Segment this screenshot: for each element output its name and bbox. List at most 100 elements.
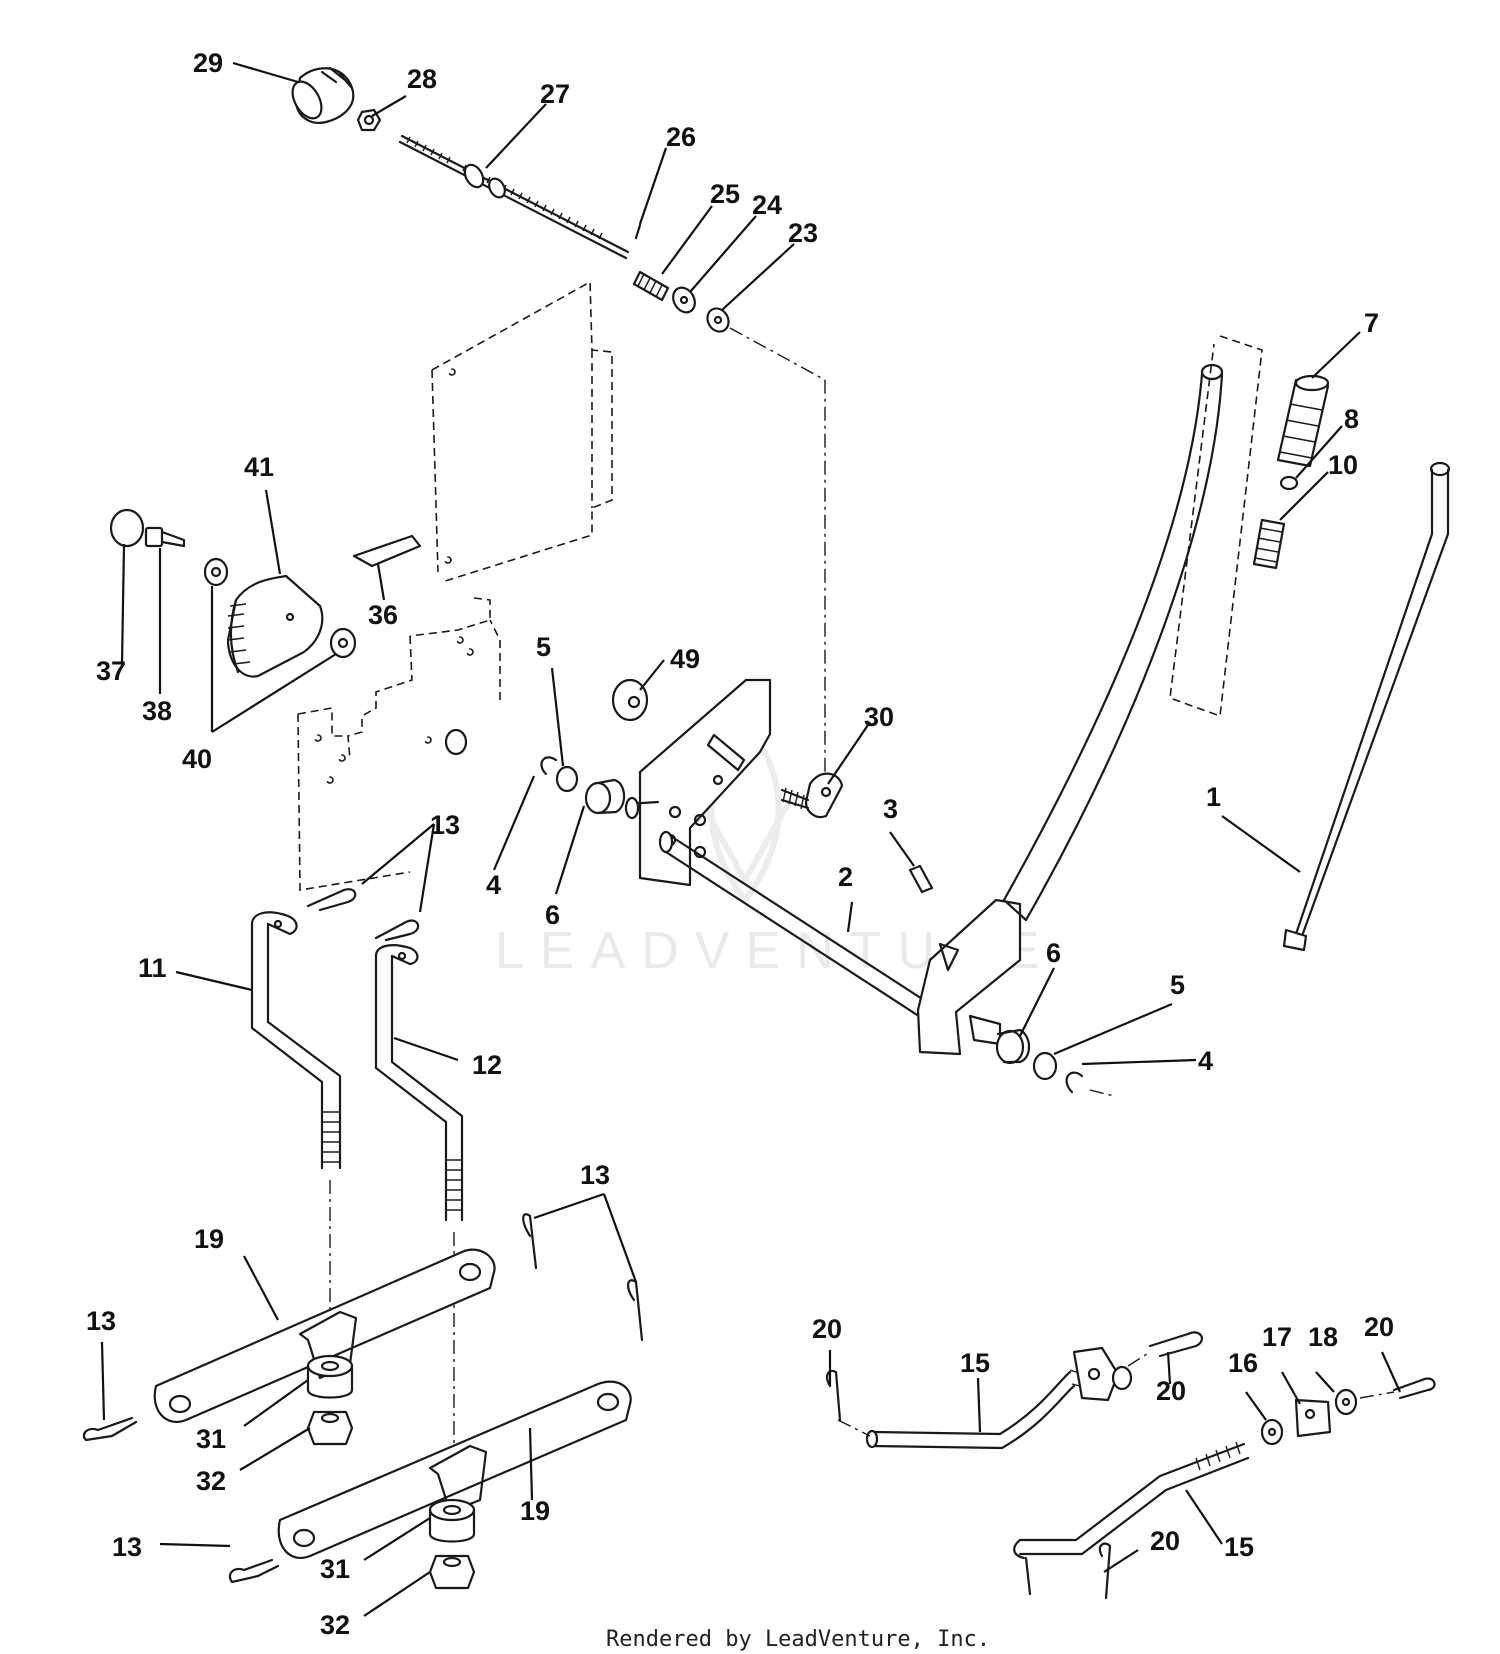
part-6-bushing-right	[995, 1028, 1031, 1065]
footer-credit: Rendered by LeadVenture, Inc.	[606, 1627, 990, 1652]
callout-31-lower: 31	[320, 1554, 350, 1584]
callout-19-lower: 19	[520, 1496, 550, 1526]
part-3-pin	[908, 864, 934, 894]
part-32-nut-lower	[428, 1554, 476, 1590]
callout-4-lower: 4	[1198, 1046, 1213, 1076]
callout-37: 37	[96, 656, 126, 686]
part-29-knob	[291, 66, 355, 124]
part-7-grip	[1276, 374, 1330, 468]
part-20-hairpin-a	[826, 1369, 842, 1422]
callout-13-left: 13	[86, 1306, 116, 1336]
part-4-clip-right	[1065, 1071, 1084, 1094]
part-15-rod-upper	[865, 1346, 1133, 1450]
callout-32-upper: 32	[196, 1466, 226, 1496]
part-12-lift-link	[374, 944, 464, 1222]
callout-5-lower: 5	[1170, 970, 1185, 1000]
part-19-lift-arm-lower	[277, 1380, 632, 1559]
callout-4-upper: 4	[486, 870, 501, 900]
part-13-hairpin-top	[306, 888, 420, 942]
part-26-cotter-pin	[634, 223, 642, 240]
callout-15-lower: 15	[1224, 1532, 1254, 1562]
part-5-washer-left	[555, 765, 579, 793]
grip-dashed-outline	[1169, 335, 1263, 718]
centerline-20a	[837, 1419, 871, 1437]
part-13-hairpin-mid	[522, 1213, 644, 1342]
part-24-washer	[672, 286, 696, 314]
callout-11: 11	[138, 953, 167, 983]
part-19-lift-arm-upper	[153, 1248, 496, 1423]
part-32-nut-upper	[306, 1410, 354, 1446]
callout-3: 3	[883, 794, 898, 824]
part-40-washers	[203, 557, 357, 659]
callout-8: 8	[1344, 404, 1359, 434]
part-6-bushing-left	[584, 778, 626, 815]
callout-20-b: 20	[1156, 1376, 1186, 1406]
callout-labels: 29 28 27 26 25 24 23 7 8 10 41 37 38 40 …	[86, 48, 1394, 1640]
part-27-threaded-rod	[398, 134, 630, 260]
part-30-swivel	[780, 772, 844, 819]
centerline-20c	[1359, 1391, 1395, 1399]
part-49-lock-nut	[611, 678, 649, 722]
callout-23: 23	[788, 218, 818, 248]
callout-13-top: 13	[430, 810, 460, 840]
callout-20-d: 20	[1150, 1526, 1180, 1556]
part-25-spring	[632, 270, 670, 302]
callout-32-lower: 32	[320, 1610, 350, 1640]
part-37-ring	[109, 508, 145, 548]
callout-12: 12	[472, 1050, 502, 1080]
callout-24: 24	[752, 190, 782, 220]
part-16-nut	[1260, 1418, 1284, 1446]
part-31-spacer-upper	[306, 1354, 354, 1399]
part-41-cam	[226, 574, 324, 678]
callout-41: 41	[244, 452, 274, 482]
part-10-spring	[1252, 518, 1286, 570]
part-13-hairpin-left	[82, 1416, 138, 1442]
part-38-bolt	[144, 526, 186, 548]
part-2-lift-shaft-assembly	[624, 678, 1022, 1056]
centerline-rod	[729, 327, 826, 806]
callout-1: 1	[1206, 782, 1221, 812]
callout-2: 2	[838, 862, 853, 892]
callout-20-c: 20	[1364, 1312, 1394, 1342]
part-15-rod-lower	[1013, 1441, 1250, 1596]
part-20-hairpin-b	[1148, 1331, 1203, 1358]
callout-18: 18	[1308, 1322, 1338, 1352]
callout-13-mid: 13	[580, 1160, 610, 1190]
part-36-bracket	[352, 534, 422, 568]
part-13-hairpin-bottom	[228, 1558, 280, 1584]
centerline-right	[1089, 1089, 1115, 1097]
callout-15-upper: 15	[960, 1348, 990, 1378]
callout-5-upper: 5	[536, 632, 551, 662]
callout-6-upper: 6	[545, 900, 560, 930]
callout-13-bottom: 13	[112, 1532, 142, 1562]
callout-31-upper: 31	[196, 1424, 226, 1454]
lift-handle-tube	[1002, 363, 1224, 922]
callout-20-a: 20	[812, 1314, 842, 1344]
callout-17: 17	[1262, 1322, 1292, 1352]
callout-10: 10	[1328, 450, 1358, 480]
part-5-washer-right	[1032, 1051, 1058, 1081]
part-17-block	[1294, 1398, 1332, 1438]
callout-38: 38	[142, 696, 172, 726]
callout-28: 28	[407, 64, 437, 94]
callout-19-upper: 19	[194, 1224, 224, 1254]
callout-25: 25	[710, 179, 740, 209]
callout-6-lower: 6	[1046, 938, 1061, 968]
centerline-20b	[1127, 1351, 1151, 1367]
part-1-rod	[1282, 461, 1451, 952]
part-8-knob	[1279, 475, 1299, 491]
callout-26: 26	[666, 122, 696, 152]
part-23-nut	[706, 307, 730, 333]
console-panel-outline	[297, 280, 613, 891]
part-20-hairpin-d	[1098, 1542, 1112, 1600]
leader-lines	[100, 61, 1402, 1617]
callout-16: 16	[1228, 1348, 1258, 1378]
part-4-clip-left	[540, 756, 558, 776]
callout-27: 27	[540, 79, 570, 109]
callout-49: 49	[670, 644, 700, 674]
callout-29: 29	[193, 48, 223, 78]
part-11-lift-link	[250, 911, 342, 1170]
part-31-spacer-lower	[428, 1498, 476, 1543]
callout-30: 30	[864, 702, 894, 732]
